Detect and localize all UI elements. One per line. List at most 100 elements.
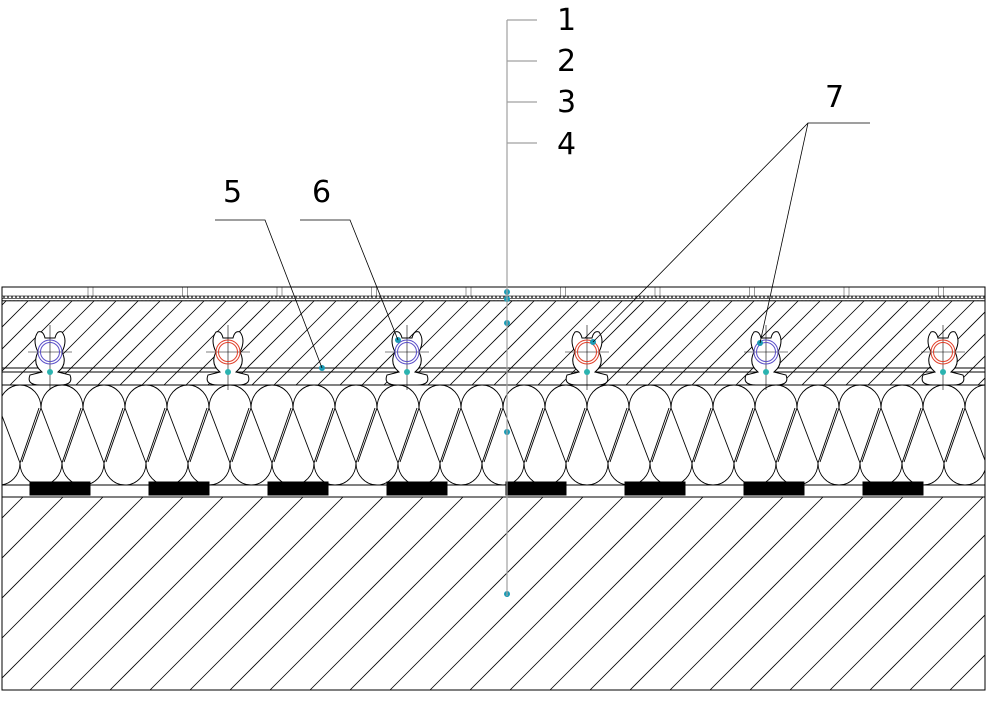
hatch-line xyxy=(909,614,985,690)
hatch-line xyxy=(119,301,205,385)
hatch-line xyxy=(845,301,931,385)
hatch-line xyxy=(829,534,985,690)
hatch-line xyxy=(349,497,544,690)
pipe-inner xyxy=(756,342,776,362)
insulation-lobe xyxy=(460,385,504,463)
hatch-line xyxy=(109,497,304,690)
pipe-outer xyxy=(574,339,600,365)
insulation-lobe xyxy=(754,407,777,464)
support-bar xyxy=(148,481,210,496)
insulation-lobe xyxy=(670,407,693,464)
label-3: 3 xyxy=(557,85,576,120)
insulation-lobe xyxy=(376,407,399,464)
hatch-line xyxy=(405,301,491,385)
pipe-inner xyxy=(397,342,417,362)
support-bar xyxy=(29,481,91,496)
insulation-lobe xyxy=(82,407,105,464)
hatch-line xyxy=(429,497,624,690)
hatch-line xyxy=(749,497,944,690)
support-bar xyxy=(862,481,924,496)
insulation-lobe xyxy=(124,407,147,464)
pipe-outer xyxy=(753,339,779,365)
hatch-line xyxy=(29,497,224,690)
hatch-line xyxy=(990,497,1000,690)
hatch-line xyxy=(309,497,504,690)
pipe-clip-return xyxy=(385,325,429,390)
pipe-inner xyxy=(933,342,953,362)
pipe-clip-return xyxy=(28,325,72,390)
hatch-line xyxy=(389,497,584,690)
hatch-line xyxy=(469,497,664,690)
hatch-line xyxy=(75,301,161,385)
hatch-line xyxy=(515,301,601,385)
insulation-pattern xyxy=(2,385,985,485)
insulation-lobe xyxy=(838,385,882,463)
insulation-lobe xyxy=(418,407,441,464)
label-6: 6 xyxy=(312,175,331,210)
hatch-line xyxy=(669,301,755,385)
pipe-clip-supply xyxy=(206,325,250,390)
section-outline xyxy=(1,286,986,691)
hatch-line xyxy=(229,301,315,385)
insulation-lobe xyxy=(628,407,651,464)
insulation-lobe xyxy=(964,407,985,462)
insulation-lobe xyxy=(334,385,378,463)
hatch-line xyxy=(603,301,689,385)
hatch-line xyxy=(2,497,104,599)
hatch-line xyxy=(823,301,909,385)
insulation-lobe xyxy=(418,385,462,463)
hatch-line xyxy=(867,301,953,385)
pipe-outer xyxy=(215,339,241,365)
insulation-lobe xyxy=(544,385,588,463)
label-1: 1 xyxy=(557,3,576,38)
hatch-line xyxy=(189,497,384,690)
insulation-lobe xyxy=(292,407,315,464)
insulation-lobe xyxy=(82,385,126,463)
hatch-line xyxy=(269,497,464,690)
hatch-line xyxy=(53,301,139,385)
insulation-lobe xyxy=(796,385,840,463)
insulation-lobe xyxy=(460,407,483,464)
hatch-line xyxy=(509,497,704,690)
insulation-lobe xyxy=(838,407,861,464)
hatch-line xyxy=(471,301,557,385)
insulation-lobe xyxy=(712,385,756,463)
insulation-lobe xyxy=(2,385,42,463)
pipe-clip-supply xyxy=(921,325,965,390)
insulation-lobe xyxy=(250,385,294,463)
hatch-line xyxy=(141,301,227,385)
label-5: 5 xyxy=(223,175,242,210)
insulation-lobe xyxy=(796,407,819,464)
insulation-lobe xyxy=(502,407,525,464)
label-4: 4 xyxy=(557,127,576,162)
insulation-lobe xyxy=(124,385,168,463)
hatch-line xyxy=(229,497,424,690)
clip-marker xyxy=(225,369,231,375)
insulation-lobe xyxy=(544,407,567,464)
support-bar xyxy=(743,481,805,496)
hatch-line xyxy=(493,301,579,385)
hatch-line xyxy=(2,497,184,679)
support-bar xyxy=(505,481,567,496)
pipe-inner xyxy=(577,342,597,362)
leader-6 xyxy=(300,219,399,341)
label-7: 7 xyxy=(825,80,844,115)
insulation-lobe xyxy=(628,385,672,463)
insulation-lobe xyxy=(880,407,903,464)
leader-7a xyxy=(592,122,870,343)
hatch-line xyxy=(251,301,337,385)
underlay-layer xyxy=(1,295,986,302)
hatch-line xyxy=(2,301,51,350)
pipe-inner xyxy=(218,342,238,362)
pipe-outer xyxy=(930,339,956,365)
insulation-lobe xyxy=(586,407,609,464)
hatch-line xyxy=(869,574,985,690)
clip-marker xyxy=(47,369,53,375)
insulation-lobe xyxy=(2,462,21,485)
slab-hatch xyxy=(2,497,1000,690)
leader-5 xyxy=(215,219,323,369)
pipe-inner xyxy=(40,342,60,362)
insulation-lobe xyxy=(964,385,985,409)
hatch-line xyxy=(2,301,73,372)
